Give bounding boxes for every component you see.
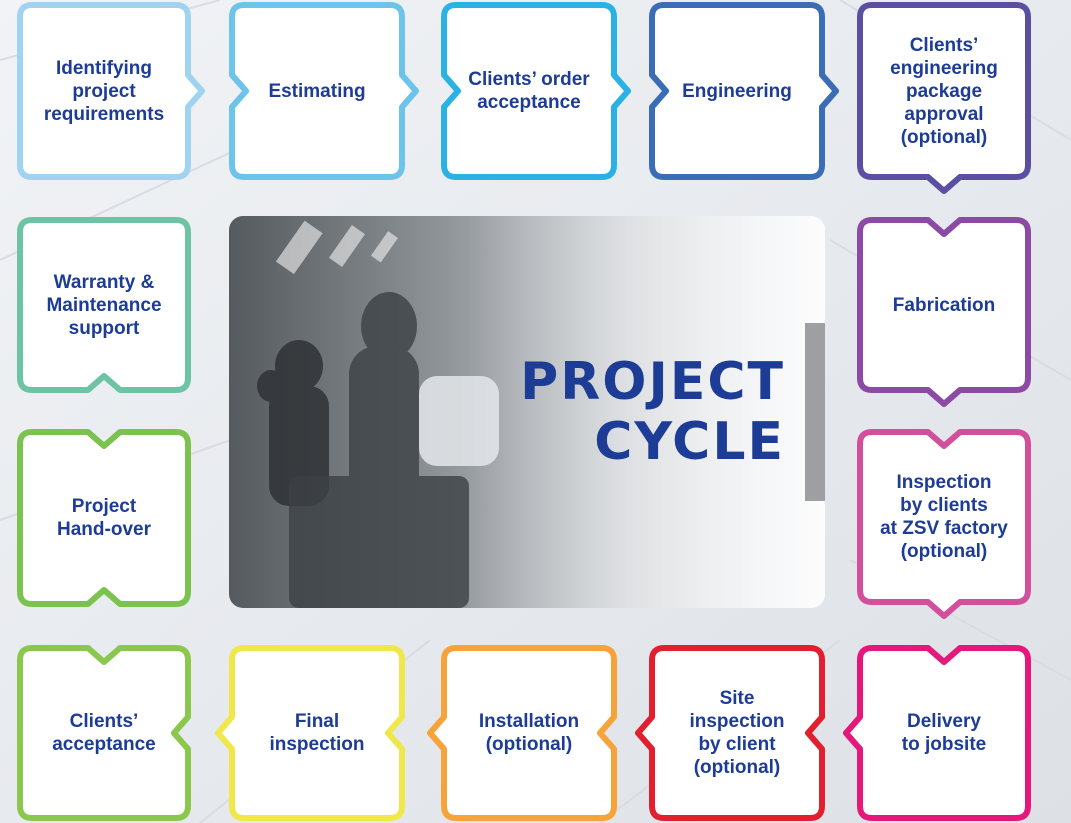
- step-label: Installation (optional): [478, 711, 580, 755]
- step-box: [441, 2, 631, 180]
- step-label: Estimating: [268, 80, 366, 102]
- step-box: [17, 429, 191, 607]
- step-box: [229, 2, 419, 180]
- center-image: [229, 216, 825, 608]
- step-box: [215, 645, 405, 821]
- step-box: [843, 645, 1031, 821]
- step-box: [17, 645, 191, 821]
- step-box: [17, 217, 191, 393]
- step-box: [649, 2, 839, 180]
- step-label: Engineering: [682, 80, 792, 102]
- step-label: Warranty & Maintenance support: [46, 271, 162, 339]
- step-label: Clients’ order acceptance: [468, 69, 590, 113]
- step-box: [427, 645, 617, 821]
- step-label: Final inspection: [269, 711, 365, 755]
- step-label: Inspection by clients at ZSV factory (op…: [880, 472, 1008, 562]
- step-label: Site inspection by client (optional): [689, 688, 785, 778]
- step-box: [635, 645, 825, 821]
- step-box: [17, 2, 205, 180]
- step-label: Project Hand-over: [57, 496, 151, 540]
- accent-bar: [805, 323, 825, 501]
- office-photo: [229, 216, 825, 608]
- step-box: [857, 429, 1031, 619]
- step-box: [857, 2, 1031, 194]
- step-label: Delivery to jobsite: [901, 711, 987, 755]
- center-title: PROJECT CYCLE: [520, 352, 785, 472]
- step-label: Clients’ engineering package approval (o…: [890, 34, 998, 148]
- step-label: Clients’ acceptance: [52, 711, 156, 755]
- step-label: Fabrication: [892, 294, 996, 316]
- step-box: [857, 217, 1031, 407]
- step-label: Identifying project requirements: [43, 57, 165, 125]
